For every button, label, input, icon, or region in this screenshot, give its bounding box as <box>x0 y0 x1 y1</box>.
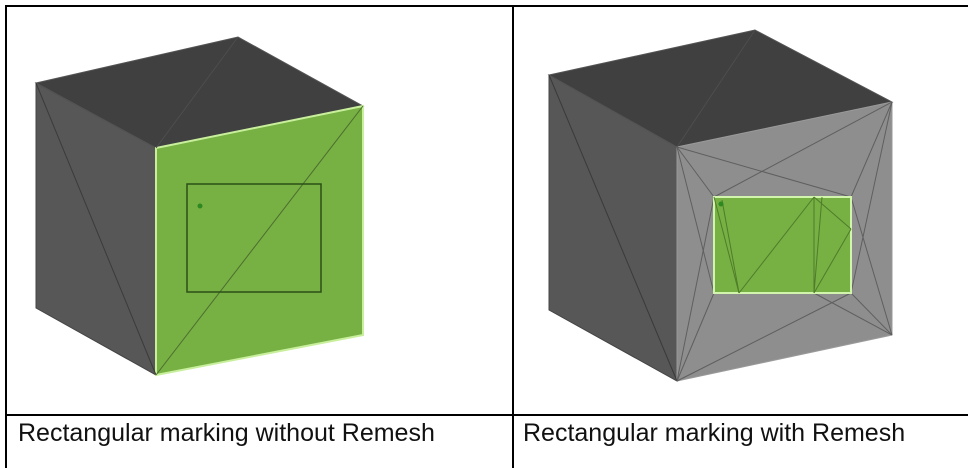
remesh-anchor-point <box>718 201 724 207</box>
table-border-left <box>5 5 7 468</box>
caption-with-remesh: Rectangular marking with Remesh <box>523 419 906 447</box>
table-border-top <box>5 5 968 7</box>
rectangular-marking <box>186 183 322 293</box>
table-divider-caption <box>5 414 968 416</box>
remesh-triangle-lines <box>676 101 893 382</box>
green-rectangle-triangles <box>713 196 852 294</box>
caption-without-remesh: Rectangular marking without Remesh <box>18 419 435 447</box>
marking-anchor-point <box>197 203 203 209</box>
green-marked-rectangle <box>713 196 852 294</box>
table-divider-middle <box>512 5 514 468</box>
